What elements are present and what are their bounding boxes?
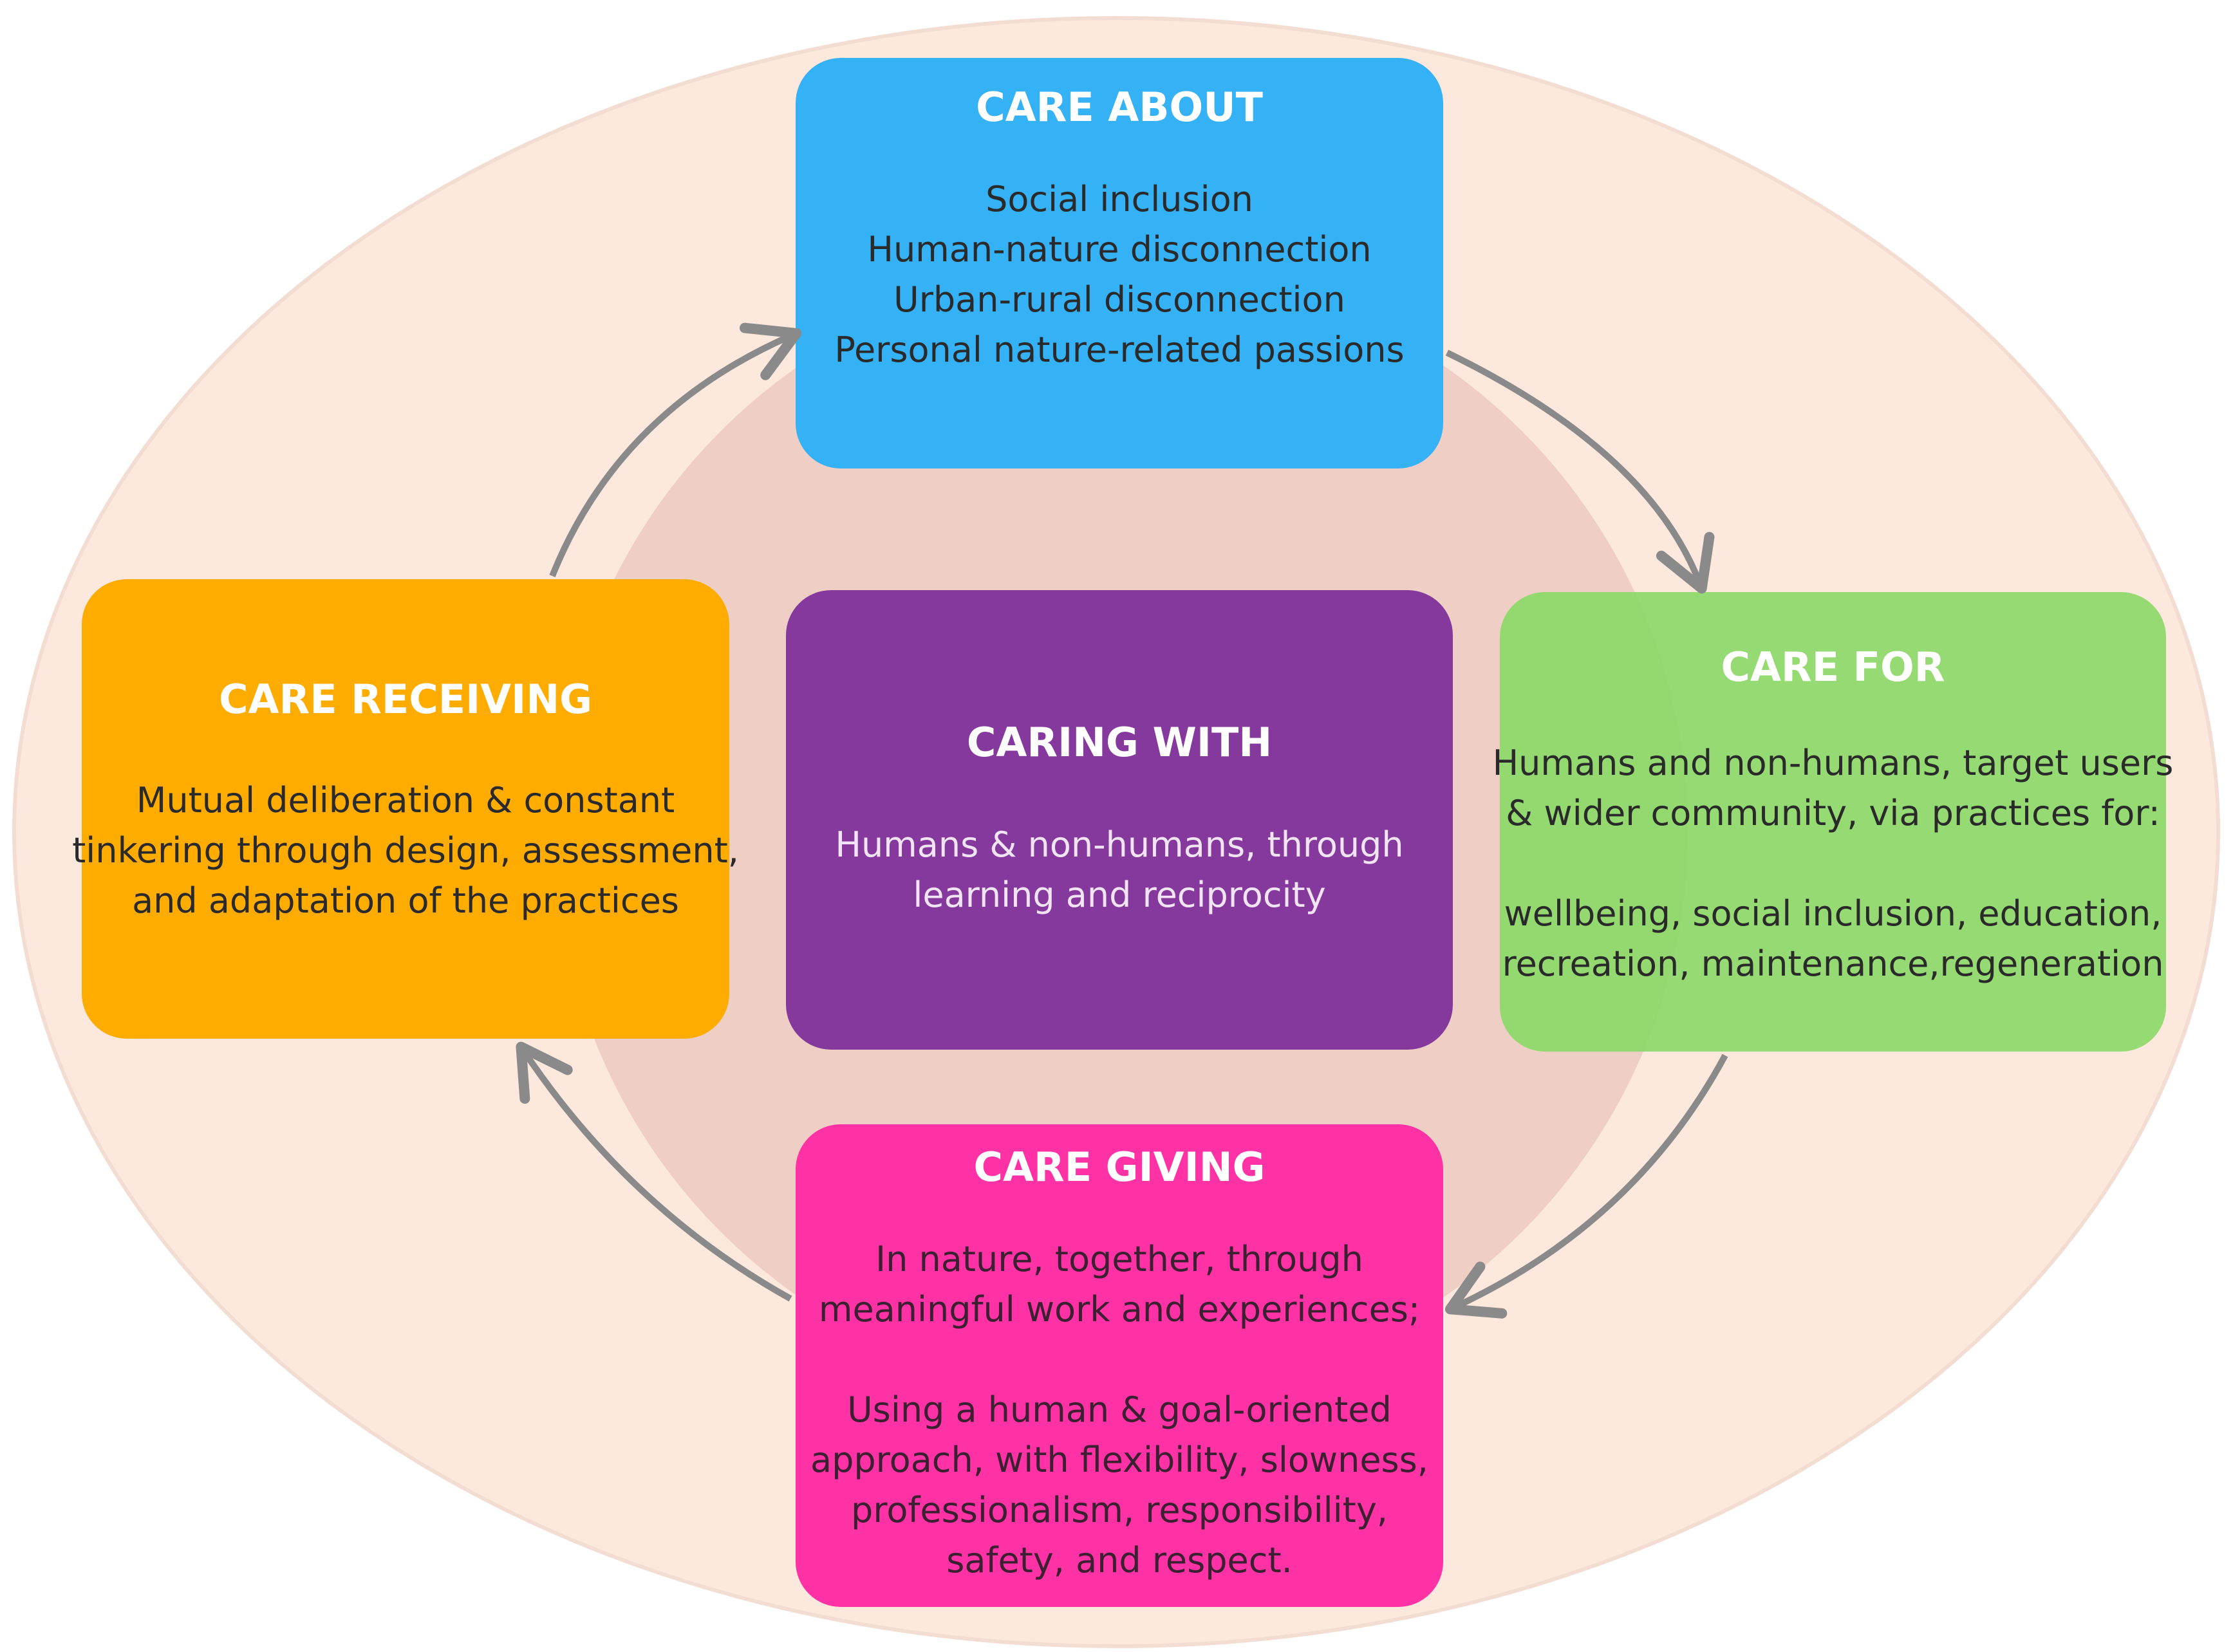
care-for-line: & wider community, via practices for: [1506,793,2160,833]
care-for-gap [1493,839,2174,889]
care-about-line: Human-nature disconnection [867,229,1372,270]
care-receiving-text: Mutual deliberation & constant tinkering… [72,775,739,926]
caring-with-line: Humans & non-humans, through [835,824,1404,865]
care-receiving-line: Mutual deliberation & constant [136,780,675,821]
care-about-text: Social inclusion Human-nature disconnect… [834,174,1404,375]
care-giving-text: In nature, together, through meaningful … [810,1234,1428,1586]
care-receiving-line: and adaptation of the practices [132,880,679,921]
care-giving-title: CARE GIVING [973,1144,1266,1191]
caring-with-text: Humans & non-humans, through learning an… [835,820,1403,920]
care-giving-box: CARE GIVING In nature, together, through… [796,1124,1443,1607]
care-giving-line: approach, with flexibility, slowness, [810,1440,1428,1480]
care-receiving-title: CARE RECEIVING [218,676,592,723]
caring-with-line: learning and reciprocity [913,875,1326,915]
care-giving-line: meaningful work and experiences; [818,1289,1421,1330]
care-giving-line: safety, and respect. [946,1540,1293,1581]
care-receiving-box: CARE RECEIVING Mutual deliberation & con… [72,579,739,1039]
care-about-line: Social inclusion [986,179,1253,219]
care-for-text: Humans and non-humans, target users & wi… [1493,738,2174,989]
care-giving-gap [810,1335,1428,1385]
caring-with-title: CARING WITH [966,719,1273,766]
care-for-line: recreation, maintenance,regeneration [1502,943,2164,984]
care-giving-line: Using a human & goal-oriented [847,1389,1392,1430]
care-receiving-line: tinkering through design, assessment, [72,830,739,871]
care-about-line: Urban-rural disconnection [893,279,1345,320]
care-about-title: CARE ABOUT [976,84,1263,131]
care-for-line: Humans and non-humans, target users [1492,743,2174,783]
care-for-title: CARE FOR [1721,644,1945,691]
care-for-line: wellbeing, social inclusion, education, [1504,893,2162,934]
care-giving-line: In nature, together, through [875,1239,1363,1279]
care-for-box: CARE FOR Humans and non-humans, target u… [1493,592,2173,1052]
caring-with-box: CARING WITH Humans & non-humans, through… [786,590,1453,1050]
care-giving-line: professionalism, responsibility, [851,1490,1388,1530]
care-about-box: CARE ABOUT Social inclusion Human-nature… [796,58,1443,469]
care-about-line: Personal nature-related passions [834,329,1405,370]
